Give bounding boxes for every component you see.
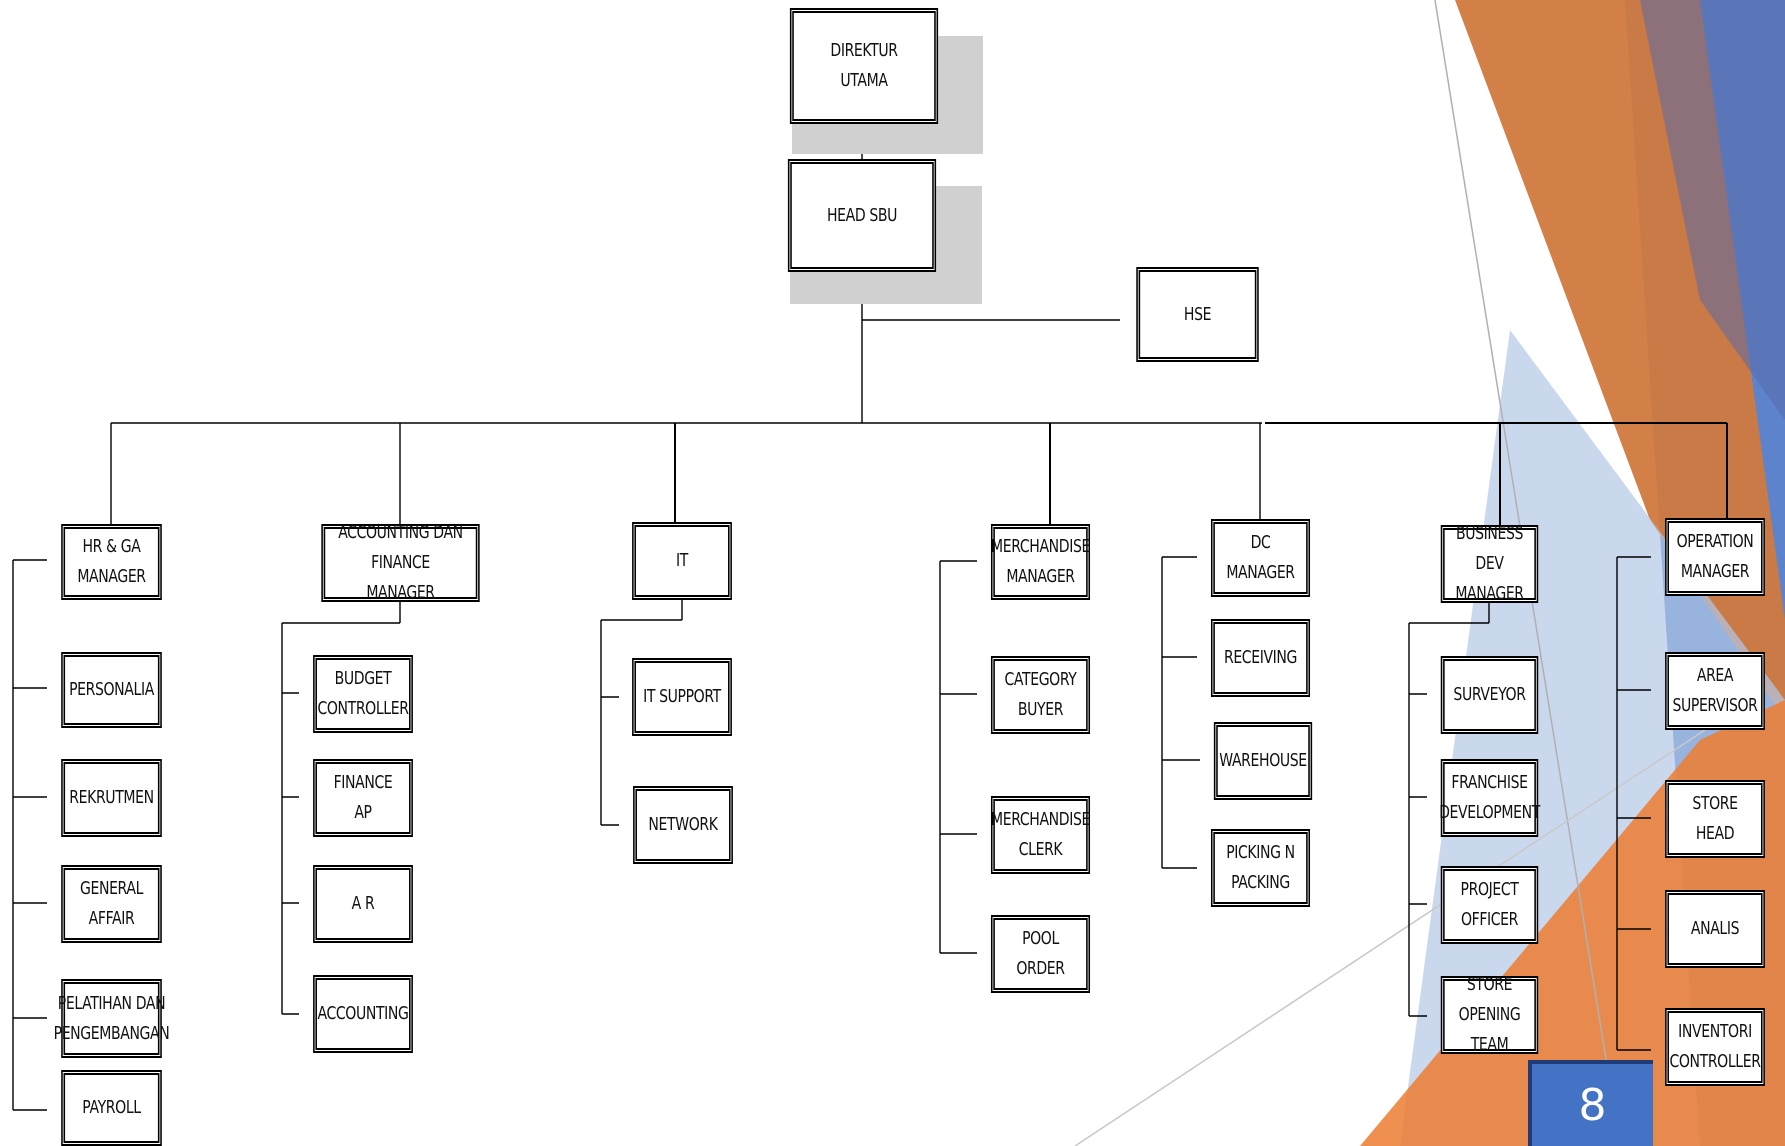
it-support-box: IT SUPPORT	[632, 658, 732, 736]
payroll-box: PAYROLL	[61, 1070, 162, 1146]
thin-line-decoration	[1074, 719, 1721, 1146]
franchise-development-box: FRANCHISE DEVELOPMENT	[1439, 759, 1540, 837]
slate-overlay-decoration	[1640, 0, 1785, 420]
store-head-box: STORE HEAD	[1665, 780, 1765, 858]
category-buyer-box: CATEGORY BUYER	[990, 656, 1091, 734]
area-supervisor-box: AREA SUPERVISOR	[1665, 652, 1765, 730]
inventori-controller-box: INVENTORI CONTROLLER	[1665, 1008, 1765, 1086]
pool-order-box: POOL ORDER	[990, 915, 1091, 993]
rekrutmen-box: REKRUTMEN	[61, 759, 162, 837]
dc-manager-box: DC MANAGER	[1210, 519, 1311, 597]
business-dev-manager-box: BUSINESS DEV MANAGER	[1440, 523, 1539, 604]
picking-packing-box: PICKING N PACKING	[1210, 829, 1311, 907]
budget-controller-box: BUDGET CONTROLLER	[313, 655, 413, 733]
network-box: NETWORK	[633, 786, 733, 864]
operation-manager-box: OPERATION MANAGER	[1665, 518, 1765, 596]
hse-box: HSE	[1136, 267, 1259, 362]
page-number: 8	[1528, 1060, 1653, 1146]
personalia-box: PERSONALIA	[61, 652, 162, 728]
ar-box: A R	[313, 865, 413, 943]
accounting-finance-manager-box: ACCOUNTING DAN FINANCE MANAGER	[321, 522, 480, 603]
project-officer-box: PROJECT OFFICER	[1440, 866, 1539, 944]
warehouse-box: WAREHOUSE	[1213, 722, 1313, 800]
general-affair-box: GENERAL AFFAIR	[61, 865, 162, 943]
direktur-utama-box: DIREKTUR UTAMA	[789, 8, 939, 124]
pelatihan-pengembangan-box: PELATIHAN DAN PENGEMBANGAN	[54, 979, 170, 1058]
merchandise-clerk-box: MERCHANDISE CLERK	[990, 796, 1090, 874]
finance-ap-box: FINANCE AP	[313, 759, 413, 837]
hr-ga-manager-box: HR & GA MANAGER	[61, 524, 162, 600]
analis-box: ANALIS	[1665, 890, 1765, 968]
store-opening-team-box: STORE OPENING TEAM	[1440, 974, 1539, 1055]
receiving-box: RECEIVING	[1210, 619, 1311, 697]
accounting-box: ACCOUNTING	[313, 975, 413, 1053]
it-box: IT	[632, 522, 732, 600]
surveyor-box: SURVEYOR	[1440, 656, 1539, 734]
merchandise-manager-box: MERCHANDISE MANAGER	[990, 524, 1090, 600]
head-sbu-box: HEAD SBU	[787, 159, 937, 272]
